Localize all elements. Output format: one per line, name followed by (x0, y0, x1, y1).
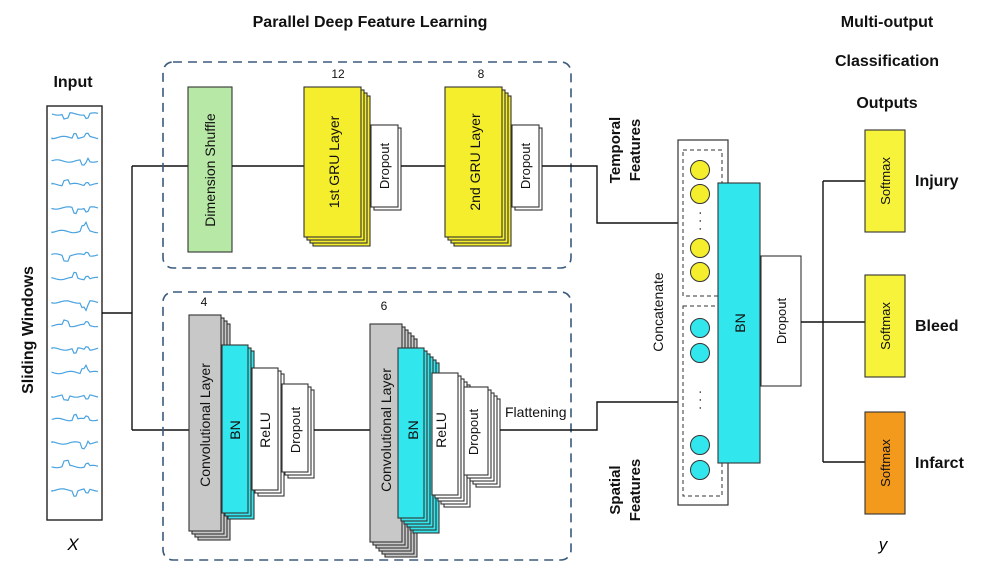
input-variable: X (66, 535, 79, 554)
merge-bn-block: BN (717, 182, 761, 464)
outputs-heading: Outputs (856, 95, 917, 112)
signal-trace (51, 156, 99, 166)
signal-waveforms (51, 112, 99, 497)
dimension-shuffle-label: Dimension Shuffle (202, 113, 218, 227)
conv-block-1: 4 Convolutional Layer BN ReLU Dropout (188, 295, 315, 541)
temporal-features-text: Temporal (607, 117, 624, 183)
conv-block-2-count: 6 (381, 299, 388, 313)
dropout-2-label: Dropout (466, 408, 481, 455)
softmax-box (864, 129, 906, 233)
signal-trace (51, 112, 99, 120)
temporal-features-label: Temporal Features (607, 117, 644, 183)
softmax-box (864, 274, 906, 378)
temporal-output-line (542, 165, 678, 224)
signal-trace (51, 206, 99, 215)
output-label: Injury (915, 173, 959, 190)
gru-layer-1-block: 12 1st GRU Layer Dropout (303, 67, 402, 247)
merge-dropout-label: Dropout (774, 297, 789, 344)
output-connectors (801, 180, 865, 463)
gru-layer-2-count: 8 (478, 67, 485, 81)
conv-block-2: 6 Convolutional Layer BN ReLU Dropout (369, 299, 501, 558)
softmax-box (864, 411, 906, 515)
classification-heading-line1: Multi-output (841, 14, 934, 31)
signal-trace (51, 132, 99, 140)
classification-heading-line2: Classification (835, 53, 939, 70)
bn-1-label: BN (227, 420, 243, 439)
signal-trace (51, 271, 99, 281)
input-heading: Input (53, 74, 93, 91)
gru-layer-2-dropout: Dropout (518, 142, 533, 189)
conv-layer-2-label: Convolutional Layer (378, 368, 394, 492)
output-label: Bleed (915, 318, 959, 335)
softmax-label: Softmax (878, 302, 893, 350)
bn-2-label: BN (405, 420, 421, 439)
svg-text:Features: Features (627, 119, 644, 182)
concatenate-label: Concatenate (650, 272, 666, 352)
output-head-bleed: Softmax Bleed (864, 274, 959, 378)
temporal-branch-container (162, 61, 572, 269)
signal-trace (51, 394, 99, 402)
gru-layer-1-label: 1st GRU Layer (326, 115, 342, 208)
softmax-label: Softmax (878, 157, 893, 205)
signal-trace (51, 439, 99, 450)
softmax-label: Softmax (878, 439, 893, 487)
signal-trace (51, 319, 99, 328)
signal-trace (51, 488, 99, 497)
spatial-nodes-ellipsis: · · · (692, 390, 707, 410)
spatial-branch-container (162, 291, 572, 561)
output-head-injury: Softmax Injury (864, 129, 959, 233)
gru-layer-1-dropout: Dropout (377, 142, 392, 189)
signal-trace (51, 251, 99, 262)
signal-trace (51, 220, 99, 234)
spatial-features-label: Spatial Features (607, 459, 644, 522)
relu-1-label: ReLU (257, 412, 273, 448)
input-connectors (102, 165, 190, 431)
svg-text:Spatial: Spatial (607, 465, 624, 514)
gru-layer-2-block: 8 2nd GRU Layer Dropout (444, 67, 543, 247)
output-head-infarct: Softmax Infarct (864, 411, 965, 515)
relu-2-label: ReLU (433, 412, 449, 448)
spatial-output-line (500, 401, 678, 431)
dropout-1-label: Dropout (288, 406, 303, 453)
conv-block-1-count: 4 (201, 295, 208, 309)
diagram-title: Parallel Deep Feature Learning (253, 14, 488, 31)
signal-trace (51, 459, 99, 469)
input-signal-panel (46, 105, 103, 521)
temporal-nodes-ellipsis: · · · (692, 211, 707, 231)
conv-layer-1-label: Convolutional Layer (197, 363, 213, 487)
dimension-shuffle-block: Dimension Shuffle (187, 86, 233, 253)
svg-text:Features: Features (627, 459, 644, 522)
merge-bn-label: BN (732, 313, 748, 332)
signal-trace (51, 300, 99, 312)
signal-trace (51, 364, 99, 375)
signal-trace (51, 413, 99, 422)
merge-dropout-block: Dropout (760, 255, 802, 387)
output-variable: y (878, 535, 889, 554)
signal-trace (51, 346, 99, 354)
signal-trace (51, 178, 99, 187)
gru-layer-2-label: 2nd GRU Layer (467, 113, 483, 211)
sliding-windows-label: Sliding Windows (20, 266, 37, 394)
flattening-label: Flattening (505, 404, 566, 420)
gru-layer-1-count: 12 (331, 67, 345, 81)
output-label: Infarct (915, 455, 965, 472)
